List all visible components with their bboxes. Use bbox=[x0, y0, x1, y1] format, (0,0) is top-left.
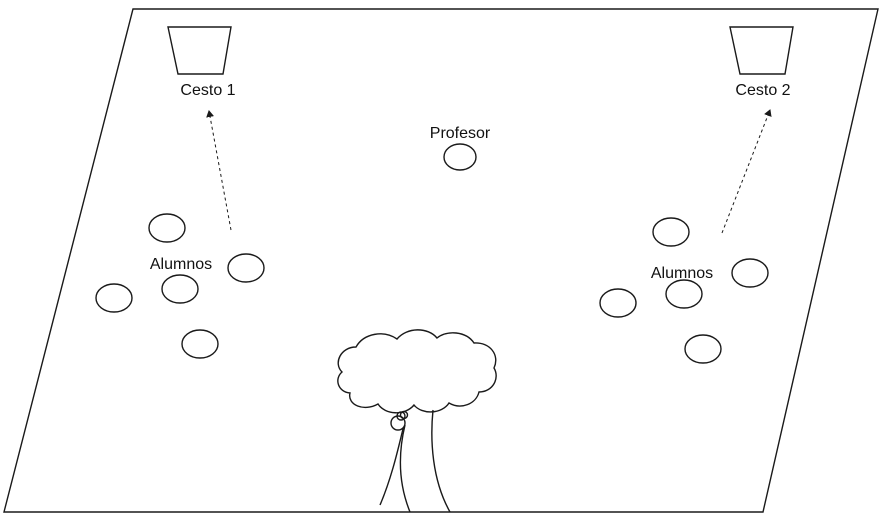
throw-arrow-left bbox=[206, 110, 232, 231]
tree-trunk-right bbox=[431, 409, 451, 513]
student-group-right: Alumnos bbox=[599, 217, 769, 364]
basket-1-label: Cesto 1 bbox=[180, 82, 235, 99]
student-circle bbox=[599, 288, 637, 318]
basket-1: Cesto 1 bbox=[167, 26, 236, 99]
teacher: Profesor bbox=[430, 125, 491, 171]
student-circle bbox=[684, 334, 722, 364]
student-circle bbox=[227, 253, 265, 283]
teacher-circle bbox=[443, 143, 477, 171]
student-circle bbox=[731, 258, 769, 288]
student-circle bbox=[181, 329, 219, 359]
basket-1-icon bbox=[167, 26, 232, 75]
student-group-left: Alumnos bbox=[95, 213, 265, 359]
teacher-label: Profesor bbox=[430, 125, 491, 142]
students-left-label: Alumnos bbox=[150, 256, 212, 273]
student-circle bbox=[665, 279, 703, 309]
field-outline bbox=[3, 8, 879, 513]
student-circle bbox=[148, 213, 186, 243]
student-circle bbox=[95, 283, 133, 313]
tree-trunk-left bbox=[399, 424, 411, 513]
basket-2-icon bbox=[729, 26, 794, 75]
throw-arrow-right bbox=[721, 109, 772, 234]
students-right-label: Alumnos bbox=[651, 265, 713, 282]
basket-2: Cesto 2 bbox=[729, 26, 794, 99]
tree-knot bbox=[396, 411, 406, 421]
student-circle bbox=[652, 217, 690, 247]
basket-2-label: Cesto 2 bbox=[735, 82, 790, 99]
student-circle bbox=[161, 274, 199, 304]
tree-crown bbox=[337, 329, 497, 414]
tree-branch bbox=[379, 424, 405, 506]
tree-icon bbox=[337, 329, 497, 513]
tree-knot bbox=[399, 410, 409, 420]
